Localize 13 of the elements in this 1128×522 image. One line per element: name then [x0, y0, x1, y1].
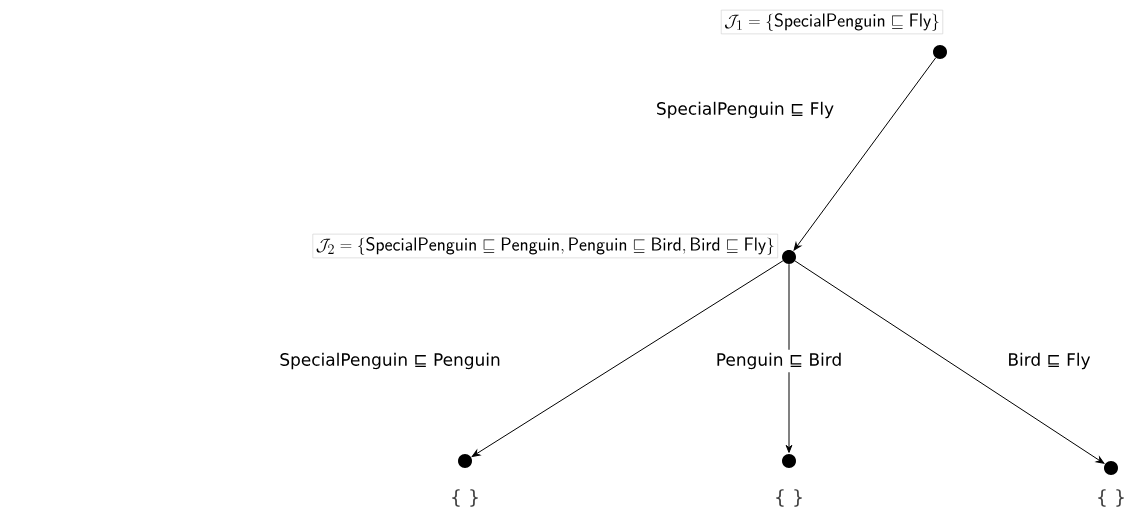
arrow [794, 260, 1105, 464]
edge-label: SpecialPenguin ⊑ Penguin [276, 349, 504, 373]
edge-label: SpecialPenguin ⊑ Fly [652, 98, 838, 122]
edge-label: Penguin ⊑ Bird [712, 349, 846, 373]
node-label: { } [776, 489, 802, 507]
node-label: $\mathcal{J}_2 = \{\mathsf{SpecialPenguin} \sqsubseteq \mathsf{Penguin}, \mathsf{Penguin} \sqsubseteq \mathsf{Bird}, \mathsf{Bird} \sqsubseteq \mathsf{Fly}\}$ [312, 233, 778, 259]
arrow [793, 57, 937, 251]
node-label: { } [1098, 489, 1124, 507]
node-label: $\mathcal{J}_1 = \{\mathsf{SpecialPenguin} \sqsubseteq \mathsf{Fly}\}$ [720, 9, 944, 35]
arrow [471, 260, 784, 457]
edge-label: Bird ⊑ Fly [1004, 349, 1094, 373]
arrow [785, 263, 793, 453]
node-label: { } [452, 489, 478, 507]
